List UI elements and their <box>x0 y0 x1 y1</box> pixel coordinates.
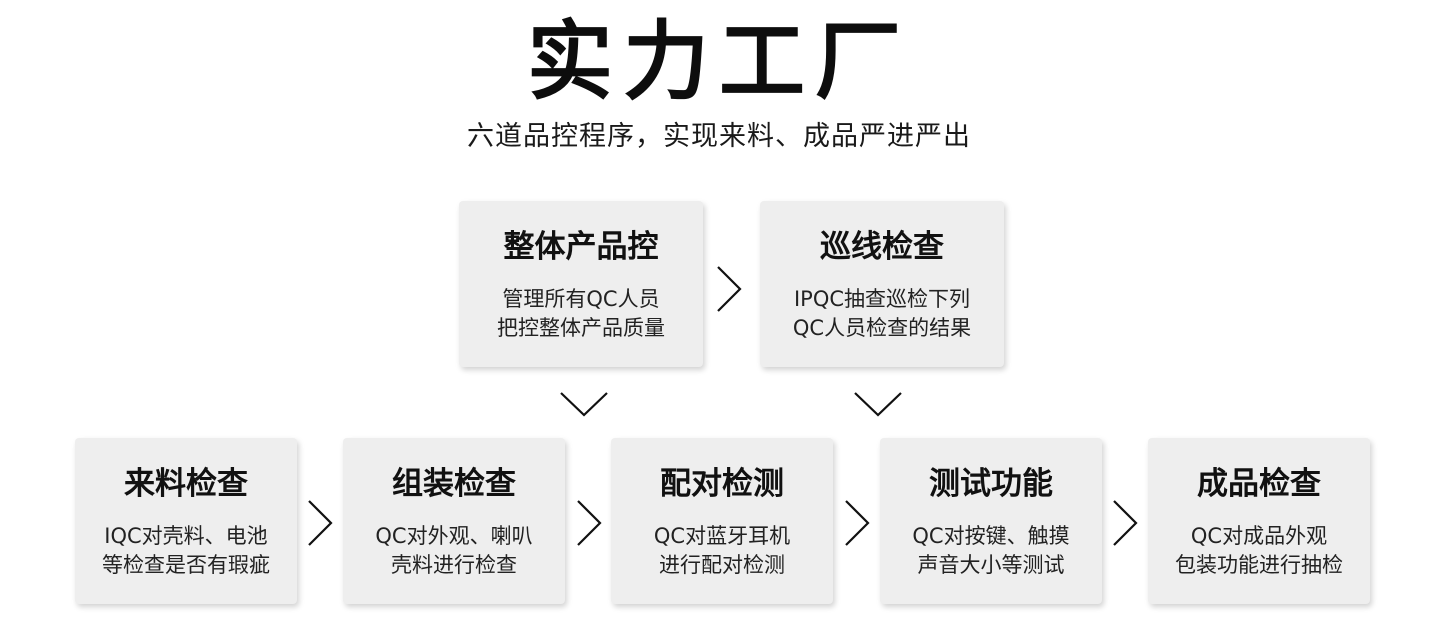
step-title: 测试功能 <box>929 466 1053 502</box>
chevron-down-icon <box>854 392 902 417</box>
chevron-right-icon <box>1113 500 1138 546</box>
chevron-down-icon <box>560 392 608 417</box>
chevron-right-icon <box>577 500 602 546</box>
step-title: 成品检查 <box>1197 466 1321 502</box>
chevron-right-icon <box>845 500 870 546</box>
step-desc-line: 壳料进行检查 <box>391 553 517 577</box>
step-desc-line: IPQC抽查巡检下列 <box>793 287 971 311</box>
step-desc-line: QC对成品外观 <box>1190 524 1328 548</box>
step-desc-line: IQC对壳料、电池 <box>104 524 268 548</box>
step-title: 整体产品控 <box>503 229 659 265</box>
step-card-line-patrol: 巡线检查 IPQC抽查巡检下列 QC人员检查的结果 <box>760 201 1004 367</box>
step-card-function-test: 测试功能 QC对按键、触摸 声音大小等测试 <box>880 438 1102 604</box>
step-desc-line: 等检查是否有瑕疵 <box>102 553 270 577</box>
step-card-final-inspection: 成品检查 QC对成品外观 包装功能进行抽检 <box>1148 438 1370 604</box>
step-card-incoming-inspection: 来料检查 IQC对壳料、电池 等检查是否有瑕疵 <box>75 438 297 604</box>
step-desc-line: 包装功能进行抽检 <box>1175 553 1343 577</box>
step-card-overall-control: 整体产品控 管理所有QC人员 把控整体产品质量 <box>459 201 703 367</box>
step-desc-line: 进行配对检测 <box>659 553 785 577</box>
step-card-pairing-test: 配对检测 QC对蓝牙耳机 进行配对检测 <box>611 438 833 604</box>
step-desc-line: QC对外观、喇叭 <box>375 524 533 548</box>
step-title: 来料检查 <box>124 466 248 502</box>
page-subtitle: 六道品控程序，实现来料、成品严进严出 <box>467 121 971 152</box>
step-desc-line: 把控整体产品质量 <box>497 316 665 340</box>
step-desc-line: 声音大小等测试 <box>917 553 1065 577</box>
step-title: 配对检测 <box>660 466 784 502</box>
step-title: 组装检查 <box>392 466 516 502</box>
page-title: 实力工厂 <box>527 12 911 112</box>
step-desc-line: 管理所有QC人员 <box>502 287 660 311</box>
chevron-right-icon <box>717 266 742 312</box>
step-title: 巡线检查 <box>820 229 944 265</box>
chevron-right-icon <box>308 500 333 546</box>
step-card-assembly-inspection: 组装检查 QC对外观、喇叭 壳料进行检查 <box>343 438 565 604</box>
step-desc-line: QC对蓝牙耳机 <box>653 524 791 548</box>
step-desc-line: QC人员检查的结果 <box>792 316 972 340</box>
step-desc-line: QC对按键、触摸 <box>912 524 1070 548</box>
